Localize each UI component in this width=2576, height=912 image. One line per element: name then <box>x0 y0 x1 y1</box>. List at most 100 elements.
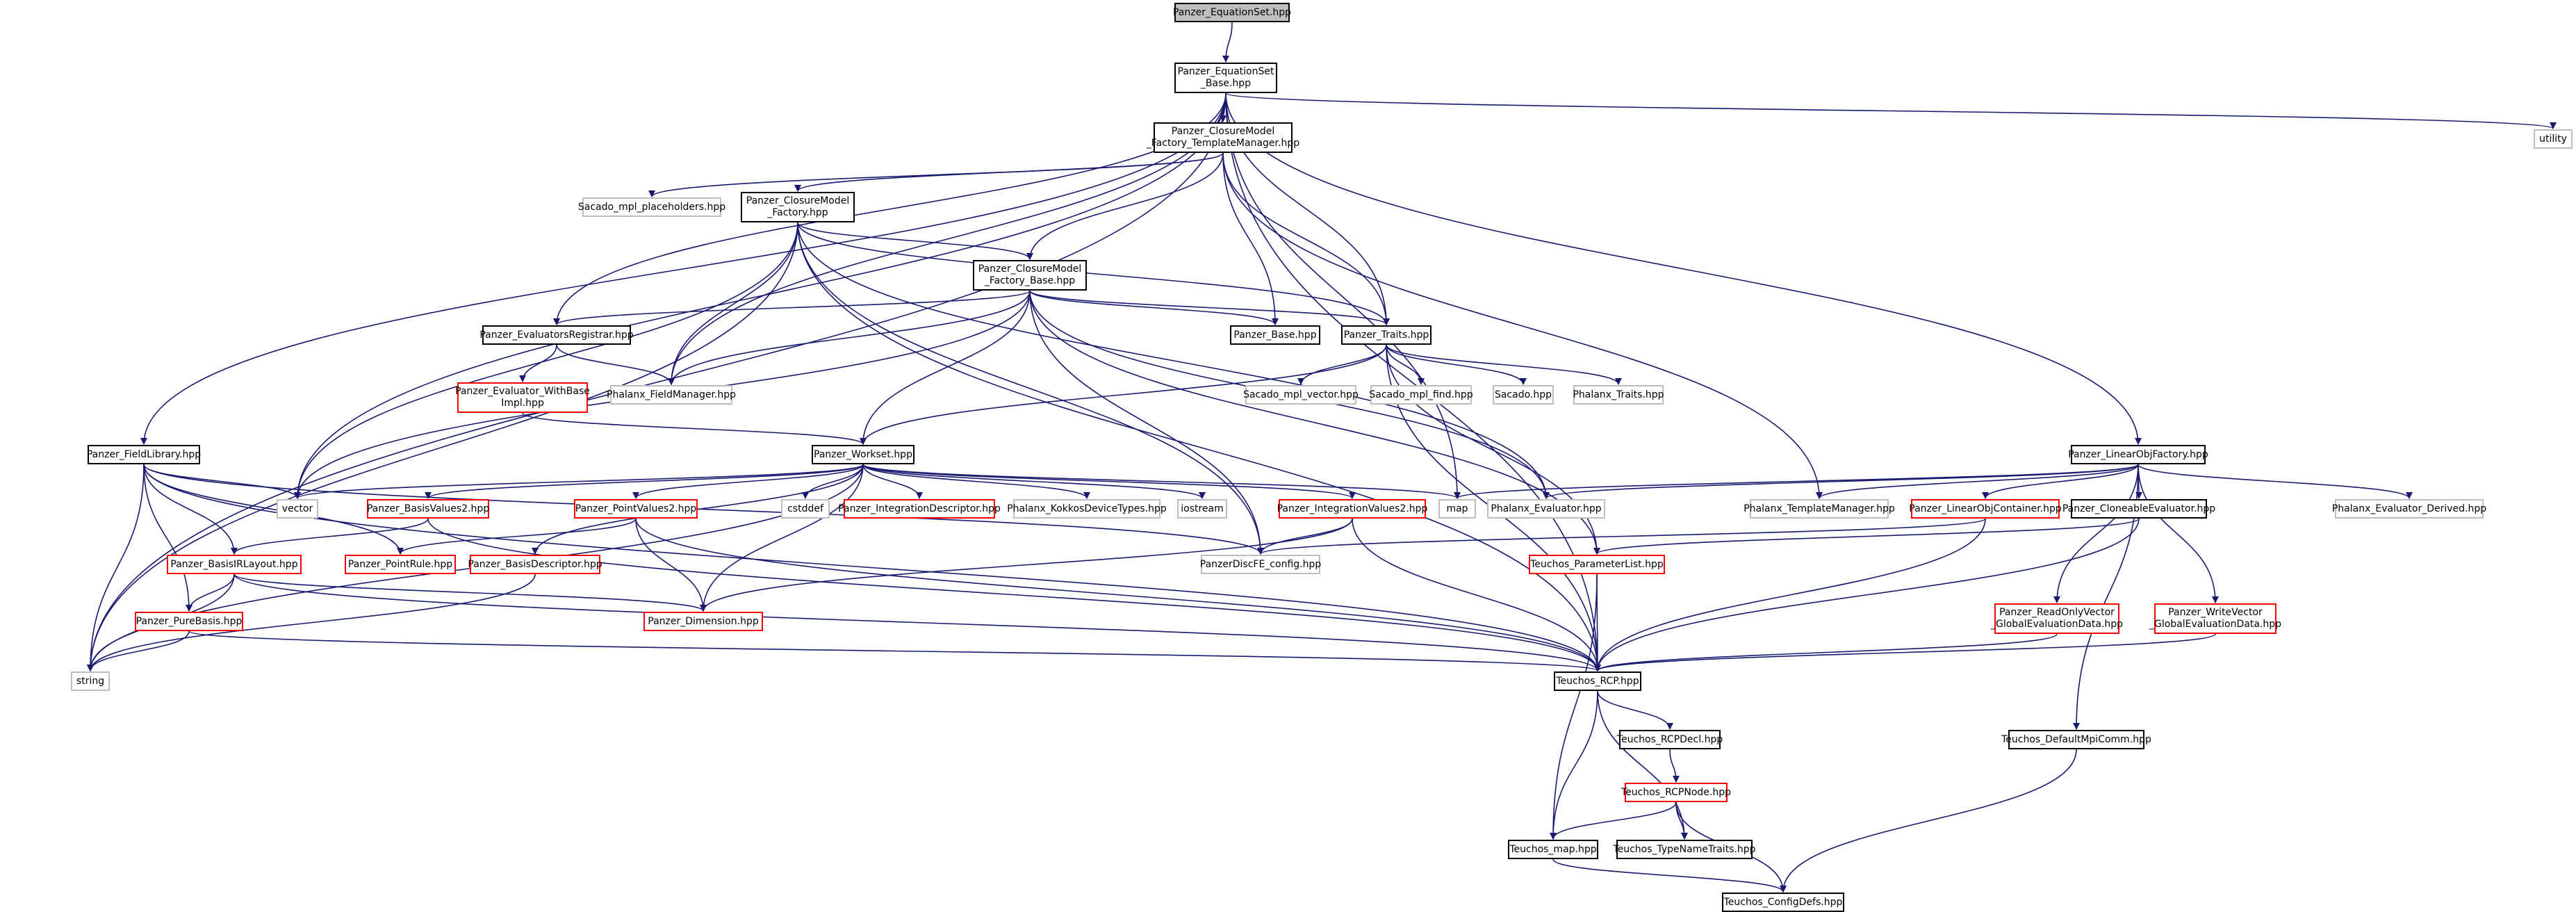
edge-mpicomm-to-configdefs <box>1780 749 2077 893</box>
node-iostream: iostream <box>1177 499 1227 519</box>
edge-workset-to-map <box>862 464 1461 499</box>
node-teuchos-defaultmpicomm[interactable]: Teuchos_DefaultMpiComm.hpp <box>2001 730 2151 749</box>
edge-traits-to-ph_traits <box>1386 344 1622 385</box>
node-panzer-fieldlibrary[interactable]: Panzer_FieldLibrary.hpp <box>87 445 201 464</box>
edge-cmf-to-discfe <box>797 222 1264 555</box>
edge-fieldlib-to-vector <box>143 464 301 499</box>
node-panzer-linearobjfactory[interactable]: Panzer_LinearObjFactory.hpp <box>2068 445 2208 464</box>
edge-cmftm-to-base <box>1222 152 1279 325</box>
node-utility: utility <box>2534 129 2573 149</box>
edge-birl-to-dimension <box>233 573 707 612</box>
node-teuchos-rcpnode[interactable]: Teuchos_RCPNode.hpp <box>1621 783 1731 802</box>
node-panzer-traits[interactable]: Panzer_Traits.hpp <box>1341 325 1431 345</box>
edge-fieldlib-to-purebasis <box>143 464 192 612</box>
node-panzer-closuremodel-factory-templatemanager[interactable]: Panzer_ClosureModel _Factory_TemplateMan… <box>1147 122 1299 153</box>
edge-iv2-to-discfe <box>1257 518 1353 555</box>
node-sacado-mpl-find: Sacado_mpl_find.hpp <box>1369 385 1473 405</box>
node-panzer-equationset-base[interactable]: Panzer_EquationSet _Base.hpp <box>1174 63 1277 93</box>
node-teuchos-parameterlist[interactable]: Teuchos_ParameterList.hpp <box>1529 555 1665 574</box>
node-panzer-workset[interactable]: Panzer_Workset.hpp <box>812 445 914 464</box>
node-panzer-base[interactable]: Panzer_Base.hpp <box>1230 325 1320 345</box>
edge-workset-to-basisdesc <box>532 464 864 555</box>
edge-workset-to-iv2 <box>862 464 1356 499</box>
node-string: string <box>71 671 110 691</box>
node-teuchos-configdefs[interactable]: Teuchos_ConfigDefs.hpp <box>1722 893 1844 912</box>
edge-lof-to-wvec <box>2138 464 2219 603</box>
edge-evreg-to-evwbi <box>519 344 557 382</box>
node-teuchos-rcpdecl[interactable]: Teuchos_RCPDecl.hpp <box>1617 730 1723 749</box>
node-panzer-purebasis[interactable]: Panzer_PureBasis.hpp <box>135 612 243 631</box>
node-panzer-cloneableevaluator[interactable]: Panzer_CloneableEvaluator.hpp <box>2062 499 2215 519</box>
edge-traits-to-sacado_vec <box>1297 344 1387 385</box>
edge-eqsetbase-to-rcp <box>1225 92 1601 671</box>
node-phalanx-traits: Phalanx_Traits.hpp <box>1573 385 1664 405</box>
edge-purebasis-to-rcp <box>188 630 1601 671</box>
node-teuchos-typenametraits[interactable]: Teuchos_TypeNameTraits.hpp <box>1613 840 1756 859</box>
edge-cmf-to-vector <box>294 222 798 499</box>
edge-lof-to-ph_eval <box>1543 464 2139 499</box>
edge-cmf-to-fieldmgr <box>668 222 798 385</box>
edge-workset-to-iostream <box>862 464 1206 499</box>
node-teuchos-map[interactable]: Teuchos_map.hpp <box>1508 840 1598 859</box>
edge-workset-to-cstddef <box>802 464 864 499</box>
node-panzer-pointvalues2[interactable]: Panzer_PointValues2.hpp <box>574 499 698 519</box>
edge-loc-to-rcp <box>1594 518 1986 671</box>
node-map: map <box>1438 499 1476 519</box>
edge-cmf-to-rcp <box>797 222 1601 671</box>
node-cstddef: cstddef <box>781 499 830 519</box>
edge-cmfb-to-traits <box>1029 290 1390 325</box>
node-panzer-basisirlayout[interactable]: Panzer_BasisIRLayout.hpp <box>167 555 302 574</box>
node-phalanx-templatemanager: Phalanx_TemplateManager.hpp <box>1744 499 1895 519</box>
edge-workset-to-bv2 <box>425 464 864 499</box>
edge-workset-to-vector <box>294 464 864 499</box>
node-panzer-evaluator-withbaseimpl[interactable]: Panzer_Evaluator_WithBase Impl.hpp <box>455 382 590 413</box>
node-sacado: Sacado.hpp <box>1493 385 1554 405</box>
node-panzer-basisvalues2[interactable]: Panzer_BasisValues2.hpp <box>367 499 489 519</box>
edge-rcp-to-typename <box>1597 690 1688 840</box>
node-panzer-writevector-globalevaluationdata[interactable]: Panzer_WriteVector _GlobalEvaluationData… <box>2149 603 2281 634</box>
node-phalanx-fieldmanager: Phalanx_FieldManager.hpp <box>607 385 736 405</box>
edge-rovec-to-rcp <box>1594 633 2058 671</box>
node-panzer-closuremodel-factory-base[interactable]: Panzer_ClosureModel _Factory_Base.hpp <box>973 260 1087 291</box>
edge-eqsetbase-to-fieldlib <box>140 92 1227 445</box>
edge-bv2-to-birl <box>231 518 429 555</box>
edge-iv2-to-dimension <box>700 518 1353 612</box>
node-phalanx-evaluator: Phalanx_Evaluator.hpp <box>1487 499 1605 519</box>
node-panzer-evaluatorsregistrar[interactable]: Panzer_EvaluatorsRegistrar.hpp <box>479 325 634 345</box>
edge-evwbi-to-workset <box>522 412 867 445</box>
edge-traits-to-paramlist <box>1386 344 1600 555</box>
edge-workset-to-intdesc <box>862 464 923 499</box>
node-vector: vector <box>277 499 318 519</box>
edge-fieldlib-to-birl <box>143 464 238 555</box>
node-teuchos-rcp[interactable]: Teuchos_RCP.hpp <box>1554 671 1641 691</box>
edge-rcp-to-tmap <box>1550 690 1598 840</box>
edge-rcp-to-rcpdecl <box>1597 690 1673 730</box>
node-panzer-basisdescriptor[interactable]: Panzer_BasisDescriptor.hpp <box>468 555 602 574</box>
edge-iv2-to-rcp <box>1352 518 1601 671</box>
node-panzer-readonlyvector-globalevaluationdata[interactable]: Panzer_ReadOnlyVector _GlobalEvaluationD… <box>1991 603 2123 634</box>
edge-lof-to-rovec <box>2053 464 2139 603</box>
edge-cmftm-to-cmfb <box>1026 152 1224 260</box>
edge-traits-to-sacado_find <box>1386 344 1425 385</box>
node-panzer-pointrule[interactable]: Panzer_PointRule.hpp <box>345 555 456 574</box>
edge-lof-to-loc <box>1982 464 2139 499</box>
node-panzer-integrationvalues2[interactable]: Panzer_IntegrationValues2.hpp <box>1277 499 1427 519</box>
edge-pv2-to-dimension <box>635 518 707 612</box>
node-panzer-equationset[interactable]: Panzer_EquationSet.hpp <box>1173 3 1291 22</box>
edge-cmf-to-cmfb <box>797 222 1033 260</box>
node-panzerdiscfe-config: PanzerDiscFE_config.hpp <box>1200 555 1321 574</box>
edge-lof-to-ph_tm <box>1816 464 2139 499</box>
edge-cmfb-to-fieldmgr <box>668 290 1031 385</box>
node-panzer-dimension[interactable]: Panzer_Dimension.hpp <box>643 612 763 631</box>
edge-loc-to-discfe <box>1257 518 1986 555</box>
node-panzer-linearobjcontainer[interactable]: Panzer_LinearObjContainer.hpp <box>1909 499 2062 519</box>
node-panzer-integrationdescriptor[interactable]: Panzer_IntegrationDescriptor.hpp <box>838 499 1001 519</box>
edge-cmf-to-traits <box>797 222 1390 325</box>
node-sacado-mpl-vector: Sacado_mpl_vector.hpp <box>1243 385 1359 405</box>
edge-cmf-to-ph_eval <box>797 222 1550 499</box>
edge-pv2-to-rcp <box>635 518 1601 671</box>
edge-cmfb-to-evreg <box>553 290 1031 325</box>
node-panzer-closuremodel-factory[interactable]: Panzer_ClosureModel _Factory.hpp <box>741 192 855 222</box>
edge-eqsetbase-to-fieldmgr <box>668 92 1227 385</box>
edge-basisdesc-to-string <box>87 573 536 671</box>
